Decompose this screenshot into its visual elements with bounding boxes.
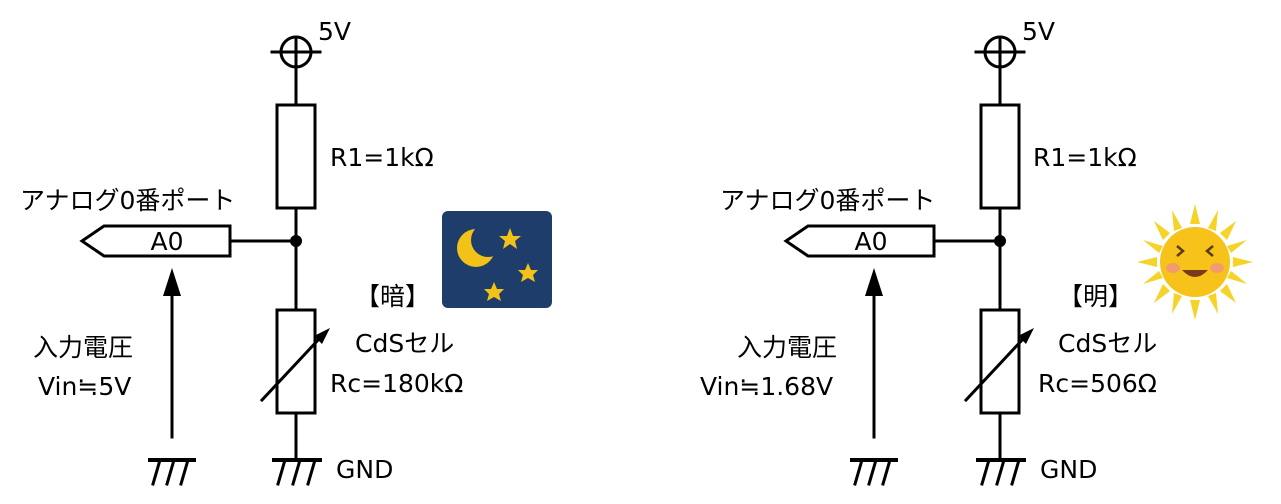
moon-stars-icon [442, 211, 552, 308]
smiling-sun-icon [1137, 204, 1253, 320]
left-state-label: 【暗】 [355, 282, 430, 311]
right-input-title: 入力電圧 [737, 333, 837, 362]
right-supply-label: 5V [1022, 17, 1055, 46]
left-variable-arrowhead [314, 328, 330, 344]
right-port-flag [783, 224, 936, 258]
right-supply-symbol [974, 35, 1026, 107]
right-port-label: アナログ0番ポート [720, 186, 935, 215]
right-vin-arrowhead [865, 268, 883, 296]
left-input-title: 入力電圧 [33, 333, 133, 362]
right-gnd-label: GND [1040, 455, 1097, 484]
right-r1-resistor [979, 103, 1021, 210]
left-vin-gnd-symbol [148, 458, 196, 486]
left-vin-arrowhead [163, 268, 181, 296]
left-supply-symbol [270, 35, 322, 107]
right-circuit: 5V R1=1kΩ A0 アナログ0番ポート GND 【明】 CdSセル Rc=… [700, 17, 1253, 486]
left-r1-resistor [275, 103, 317, 210]
right-r1-label: R1=1kΩ [1033, 143, 1137, 172]
right-rc-label: Rc=506Ω [1038, 369, 1157, 398]
left-sensor-label: CdSセル [355, 329, 454, 358]
left-port-flag [79, 224, 232, 258]
left-circuit: 5V R1=1kΩ A0 アナログ0番ポート GND 【暗】 CdSセル Rc=… [20, 17, 552, 486]
left-rc-label: Rc=180kΩ [330, 369, 463, 398]
right-port-name: A0 [854, 227, 887, 256]
left-gnd-label: GND [336, 455, 393, 484]
left-port-name: A0 [150, 227, 183, 256]
left-vin-label: Vin≒5V [38, 372, 131, 401]
right-variable-arrow [963, 335, 1027, 403]
right-gnd-symbol [976, 458, 1026, 486]
right-vin-label: Vin≒1.68V [700, 372, 833, 401]
right-state-label: 【明】 [1058, 282, 1133, 311]
left-gnd-symbol [272, 458, 322, 486]
right-vin-gnd-symbol [850, 458, 898, 486]
right-variable-arrowhead [1018, 328, 1034, 344]
left-port-label: アナログ0番ポート [20, 186, 235, 215]
left-r1-label: R1=1kΩ [330, 143, 434, 172]
right-sensor-label: CdSセル [1058, 329, 1157, 358]
left-supply-label: 5V [318, 17, 351, 46]
left-variable-arrow [259, 335, 323, 403]
